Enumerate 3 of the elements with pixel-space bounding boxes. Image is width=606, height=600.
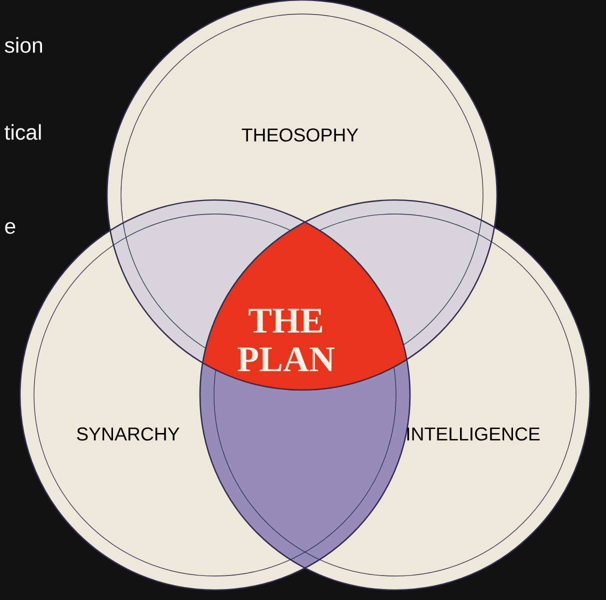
side-text: sion [4, 37, 42, 53]
side-text: tical [4, 124, 41, 140]
highlighted-region: THE PLAN [202, 222, 407, 390]
